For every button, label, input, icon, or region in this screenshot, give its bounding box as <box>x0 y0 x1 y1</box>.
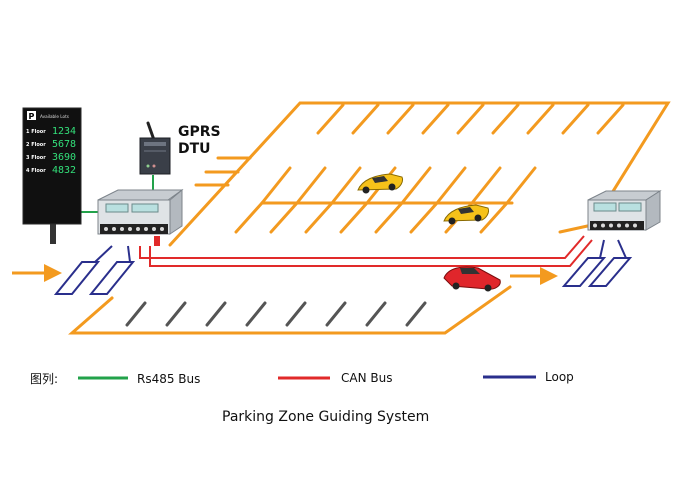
controller-left <box>97 188 184 246</box>
upper-lot-top-stalls <box>316 103 625 135</box>
exit-arrow <box>510 267 558 285</box>
display-sign: P Available Lots 1 Floor 1234 2 Floor 56… <box>22 107 82 244</box>
sign-row-2-label: 2 Floor <box>26 142 46 148</box>
sign-row-4-value: 4832 <box>52 165 76 176</box>
lower-lot <box>68 285 512 335</box>
dtu-antenna-icon <box>146 121 156 142</box>
upper-lot-outline <box>168 101 671 247</box>
legend-prefix: 图列: <box>30 372 58 386</box>
exit-loop-2 <box>587 257 633 287</box>
sign-row-1-value: 1234 <box>52 126 76 137</box>
upper-lot-left-stalls <box>194 156 252 187</box>
gprs-dtu-device <box>139 121 171 175</box>
legend-loop-label: Loop <box>545 370 574 384</box>
sign-row-1-label: 1 Floor <box>26 129 46 135</box>
sign-row-3-label: 3 Floor <box>26 155 46 161</box>
sign-post <box>50 222 56 244</box>
sign-row-4-label: 4 Floor <box>26 168 46 174</box>
sign-board <box>22 107 82 225</box>
yellow-car-icon <box>443 204 489 225</box>
entry-loop-2 <box>88 261 136 295</box>
legend: 图列: Rs485 Bus CAN Bus Loop <box>30 370 574 386</box>
entry-arrow <box>12 264 62 282</box>
controller-right <box>587 190 662 231</box>
upper-lot-middle-rows <box>234 166 537 234</box>
can-bus-line <box>139 235 593 267</box>
dtu-label-line2: DTU <box>178 141 211 157</box>
dtu-label-line1: GPRS <box>178 124 221 140</box>
entry-loops <box>53 245 136 295</box>
exit-loops <box>561 239 633 287</box>
lower-lot-outline <box>68 285 512 335</box>
exit-loop-1 <box>561 257 607 287</box>
diagram-title: Parking Zone Guiding System <box>222 409 429 425</box>
legend-rs485-label: Rs485 Bus <box>137 372 200 386</box>
sign-header: Available Lots <box>40 114 69 119</box>
yellow-car-icon <box>357 173 403 194</box>
sign-logo: P <box>29 112 35 121</box>
sign-row-3-value: 3690 <box>52 152 76 163</box>
upper-lot <box>168 101 671 247</box>
sign-row-2-value: 5678 <box>52 139 76 150</box>
entry-loop-1 <box>53 261 101 295</box>
legend-can-label: CAN Bus <box>341 371 392 385</box>
lower-lot-stalls <box>125 301 427 327</box>
red-car-icon <box>443 266 501 292</box>
